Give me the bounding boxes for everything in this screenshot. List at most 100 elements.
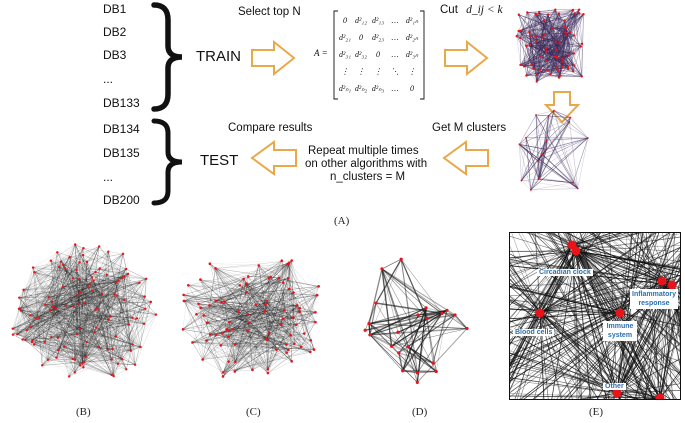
network-edge xyxy=(200,307,239,312)
network-edge xyxy=(58,266,133,345)
network-edge xyxy=(79,262,129,274)
network-edge xyxy=(72,308,98,360)
network-edge xyxy=(546,139,579,189)
network-edge xyxy=(539,149,547,179)
network-node xyxy=(120,358,124,361)
network-edge xyxy=(206,322,305,334)
network-edge xyxy=(530,110,555,191)
network-edge xyxy=(112,349,114,377)
network-edge xyxy=(229,288,290,323)
network-edge xyxy=(113,369,127,377)
network-edge xyxy=(26,315,31,331)
network-edge xyxy=(86,309,96,343)
network-node xyxy=(553,109,555,112)
network-edge xyxy=(79,279,145,297)
network-edge xyxy=(287,264,290,289)
network-edge xyxy=(77,334,131,351)
get-clusters-label: Get M clusters xyxy=(432,122,507,134)
network-node xyxy=(214,333,218,337)
network-node xyxy=(424,306,428,310)
network-edge xyxy=(124,299,146,310)
network-edge xyxy=(202,276,249,360)
network-node xyxy=(549,72,552,76)
network-edge xyxy=(192,305,210,343)
network-edge xyxy=(527,12,555,57)
network-edge xyxy=(215,288,290,301)
network-edge xyxy=(645,233,661,399)
node-group xyxy=(535,240,677,399)
network-edge xyxy=(114,280,119,295)
network-edge xyxy=(530,140,547,191)
matrix-cell: d²₂₁ xyxy=(339,33,351,42)
network-edge xyxy=(200,279,316,313)
network-node xyxy=(205,339,208,342)
db-label: DB200 xyxy=(103,193,140,207)
network-edge xyxy=(95,271,107,276)
network-edge xyxy=(49,310,145,324)
network-edge xyxy=(79,329,133,345)
network-edge xyxy=(226,277,280,330)
network-edge xyxy=(84,293,103,304)
network-edge xyxy=(553,110,588,139)
network-edge xyxy=(229,283,247,323)
network-node xyxy=(21,338,24,341)
matrix-cell: ⋮ xyxy=(374,67,382,76)
network-edge xyxy=(45,304,112,360)
network-edge xyxy=(536,233,673,286)
network-node xyxy=(315,293,319,297)
network-edge xyxy=(510,377,661,399)
network-edge xyxy=(86,342,112,375)
cut-network-graph xyxy=(518,109,589,191)
network-edge xyxy=(564,20,581,47)
network-edge xyxy=(83,247,124,254)
network-node xyxy=(127,323,131,326)
network-edge xyxy=(544,34,555,57)
network-node xyxy=(68,375,71,378)
network-edge xyxy=(234,276,271,345)
network-edge xyxy=(87,287,146,309)
network-edge xyxy=(19,308,57,358)
network-edge xyxy=(228,312,316,332)
network-edge xyxy=(30,305,74,316)
network-edge xyxy=(182,283,247,330)
network-edge xyxy=(92,273,129,278)
network-node xyxy=(227,329,230,333)
network-edge xyxy=(57,252,119,364)
network-edge xyxy=(523,66,551,75)
network-edge xyxy=(381,268,409,347)
network-edge xyxy=(210,318,284,335)
network-edge xyxy=(228,292,294,331)
network-edge xyxy=(266,317,294,340)
network-edge xyxy=(57,252,112,375)
network-node xyxy=(525,136,527,139)
network-edge xyxy=(234,311,300,372)
network-node xyxy=(542,19,546,22)
network-edge xyxy=(525,137,539,180)
network-edge xyxy=(63,308,98,347)
network-edge xyxy=(98,308,146,348)
network-edge xyxy=(76,269,108,350)
network-edge xyxy=(79,292,97,328)
network-edge xyxy=(529,13,560,46)
network-edge xyxy=(51,337,114,377)
network-node xyxy=(244,291,248,294)
network-edge xyxy=(17,267,34,335)
network-edge xyxy=(266,300,287,345)
network-edge xyxy=(235,264,288,363)
network-edge xyxy=(572,233,621,314)
network-edge xyxy=(278,277,291,336)
network-edge xyxy=(19,276,125,309)
network-edge xyxy=(60,261,73,360)
network-edge xyxy=(203,278,244,316)
node-group xyxy=(518,109,589,191)
network-edge xyxy=(544,14,549,35)
network-edge xyxy=(255,304,316,313)
network-edge xyxy=(209,300,216,335)
network-edge xyxy=(408,314,456,348)
network-edge xyxy=(247,322,250,332)
network-edge xyxy=(34,272,85,363)
network-edge xyxy=(69,257,80,330)
network-edge xyxy=(232,282,284,330)
network-edge xyxy=(200,279,253,370)
matrix-cell: ⋮ xyxy=(341,67,349,76)
